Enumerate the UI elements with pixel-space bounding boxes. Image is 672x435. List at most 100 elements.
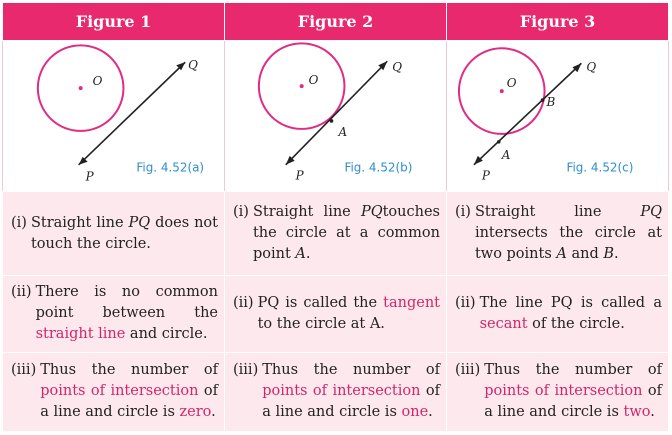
center-dot [299,84,304,89]
text-run: The line PQ is called a [479,294,662,311]
text-run: Thus the number of [262,362,440,379]
item-number: (iii) [455,362,481,379]
text-run: PQ [640,204,662,221]
statement-item: (iii)Thus the number of points of inters… [225,360,446,423]
text-run: of the circle. [527,315,625,332]
cell-r2-c1: (ii)There is no common point between the… [2,274,225,353]
figure-row: O Q P Fig. 4.52(a) O Q P A Fig. [2,40,669,193]
label-o: O [507,76,517,90]
item-number: (ii) [11,284,32,301]
header-figure-2: Figure 2 [224,1,447,42]
cell-r2-c3: (ii)The line PQ is called a secant of th… [446,274,669,353]
text-run: PQ [360,204,383,221]
arrowhead-p [285,156,295,166]
statement-item: (i)Straight line PQ does not touch the c… [3,213,224,255]
figure-caption: Fig. 4.52(b) [344,161,412,175]
text-run: . [428,404,433,421]
item-text: PQ is called the tangent to the circle a… [258,293,440,335]
text-run: touches the circle at a common point [252,204,440,263]
line-pq [473,62,582,166]
statement-item: (ii)There is no common point between the… [3,282,224,345]
text-run: and circle. [125,326,208,343]
text-run: Thus the number of [40,362,218,379]
item-number: (ii) [455,294,476,311]
item-text: There is no common point between the str… [36,282,218,345]
text-run: of a line and circle is [262,383,440,421]
highlighted-term: zero [179,404,212,421]
line-pq [285,60,388,166]
figure-2-cell: O Q P A Fig. 4.52(b) [224,40,447,193]
text-run: . [614,246,619,263]
statement-item: (iii)Thus the number of points of inters… [447,360,668,423]
arrowhead-q [572,63,582,73]
item-number: (iii) [11,362,37,379]
label-p: P [85,170,95,184]
text-run: to the circle at A. [257,315,385,332]
text-run: does not touch the circle. [30,214,218,252]
figure-1-cell: O Q P Fig. 4.52(a) [2,40,225,193]
center-dot [78,86,83,91]
cell-r3-c1: (iii)Thus the number of points of inters… [2,351,225,433]
item-number: (i) [233,204,249,221]
figure-caption: Fig. 4.52(c) [566,161,633,175]
highlighted-term: straight line [35,326,126,343]
label-q: Q [586,60,596,74]
highlighted-term: points of intersection [262,383,421,400]
arrowhead-q [378,61,388,71]
arrowhead-p [78,157,88,166]
text-run: Straight line [30,214,129,231]
text-run: . [650,404,655,421]
header-row: Figure 1 Figure 2 Figure 3 [2,1,669,42]
label-q: Q [392,60,402,74]
circle-shape [36,44,125,133]
label-p: P [481,169,491,183]
text-run: Straight line [474,204,641,221]
label-p: P [295,169,305,183]
text-run: B [603,246,615,263]
item-number: (i) [11,214,27,231]
highlighted-term: two [623,404,651,421]
cell-r1-c2: (i)Straight line PQtouches the circle at… [224,191,447,276]
text-run: and [566,246,604,263]
cell-r2-c2: (ii)PQ is called the tangent to the circ… [224,274,447,353]
cell-r1-c1: (i)Straight line PQ does not touch the c… [2,191,225,276]
figure-1-diagram: O Q P Fig. 4.52(a) [36,44,204,184]
figure-2-diagram: O Q P A Fig. 4.52(b) [257,42,412,183]
highlighted-term: points of intersection [40,383,199,400]
text-run: of a line and circle is [484,383,662,421]
text-run: Straight line [252,204,361,221]
item-text: Straight line PQtouches the circle at a … [253,202,440,265]
statement-item: (ii)PQ is called the tangent to the circ… [225,293,446,335]
item-text: Thus the number of points of intersectio… [262,360,440,423]
highlighted-term: secant [479,315,528,332]
figure-3-diagram: O Q P B A Fig. 4.52(c) [457,47,633,183]
text-run: . [211,404,216,421]
arrowhead-q [176,62,186,71]
statement-item: (iii)Thus the number of points of inters… [3,360,224,423]
text-run: PQ is called the [257,294,384,311]
highlighted-term: tangent [383,294,440,311]
highlighted-term: points of intersection [484,383,643,400]
header-figure-3: Figure 3 [446,1,669,42]
item-number: (ii) [233,294,254,311]
center-dot [499,89,504,94]
circle-shape [457,47,546,136]
text-run: PQ [128,214,151,231]
statement-item: (i)Straight line PQ intersects the circl… [447,202,668,265]
arrowhead-p [473,156,483,166]
text-run: Thus the number of [484,362,662,379]
statement-row-1: (i)Straight line PQ does not touch the c… [2,191,669,276]
text-run: of a line and circle is [40,383,218,421]
circle-shape [257,42,346,131]
cell-r1-c3: (i)Straight line PQ intersects the circl… [446,191,669,276]
label-o: O [309,73,319,87]
statement-row-2: (ii)There is no common point between the… [2,274,669,353]
intersection-point-a [496,140,501,144]
statement-row-3: (iii)Thus the number of points of inters… [2,351,669,433]
statement-item: (ii)The line PQ is called a secant of th… [447,293,668,335]
highlighted-term: one [401,404,429,421]
text-run: intersects the circle at two points [474,225,662,263]
label-a: A [501,148,511,162]
item-number: (iii) [233,362,259,379]
